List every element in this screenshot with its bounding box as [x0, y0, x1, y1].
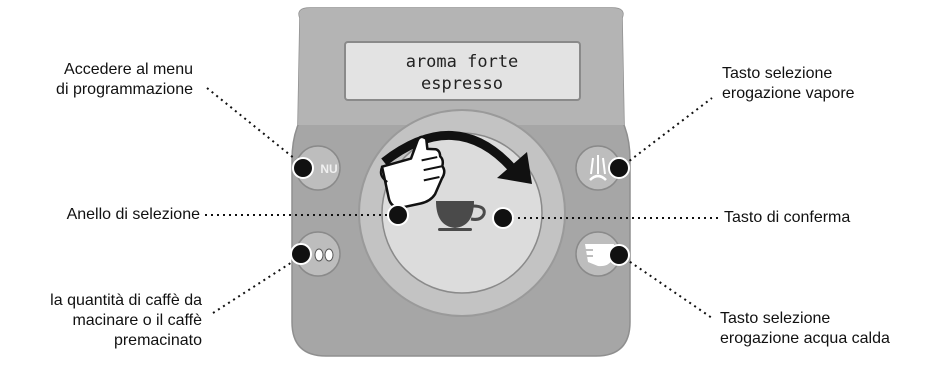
callout-water-line-2: erogazione acqua calda [720, 330, 890, 347]
callout-menu: Accedere al menu di programmazione [56, 60, 193, 100]
callout-water: Tasto selezione erogazione acqua calda [720, 309, 890, 349]
marker-steam [608, 157, 630, 179]
steam-icon [589, 155, 607, 181]
leader-water [619, 254, 713, 319]
callout-confirm-line: Tasto di conferma [724, 209, 851, 226]
leader-lines [205, 87, 718, 319]
menu-button-label: NU [320, 162, 337, 176]
marker-confirm [492, 207, 514, 229]
callout-quantity: la quantità di caffè da macinare o il ca… [50, 291, 202, 351]
callout-ring-line: Anello di selezione [66, 206, 200, 223]
marker-menu [292, 157, 314, 179]
leader-quantity [212, 256, 301, 314]
callout-steam-line-2: erogazione vapore [722, 85, 855, 102]
markers [290, 157, 630, 266]
callout-water-line-1: Tasto selezione [720, 310, 831, 327]
callout-menu-line-1: Accedere al menu [64, 61, 193, 78]
callout-menu-line-2: di programmazione [56, 81, 193, 98]
callout-quantity-line-2: macinare o il caffè [72, 312, 202, 329]
callout-quantity-line-3: premacinato [113, 332, 202, 349]
menu-button[interactable]: NU [295, 145, 341, 191]
leader-steam [619, 97, 713, 169]
lcd-line-2: espresso [421, 74, 503, 94]
callout-steam: Tasto selezione erogazione vapore [722, 64, 855, 104]
rotation-arrow-icon [381, 130, 532, 184]
bean-strength-button[interactable] [295, 231, 341, 277]
hot-water-button[interactable] [575, 231, 621, 277]
coffee-cup-icon[interactable] [436, 201, 486, 231]
marker-ring [387, 204, 409, 226]
lcd-line-1: aroma forte [406, 52, 519, 72]
callout-steam-line-1: Tasto selezione [722, 65, 833, 82]
callout-confirm: Tasto di conferma [724, 208, 850, 228]
callout-ring: Anello di selezione [67, 205, 200, 225]
bean-strength-icon [314, 248, 334, 262]
marker-quantity [290, 243, 312, 265]
hot-water-icon [584, 244, 614, 267]
lcd-screen [344, 41, 581, 101]
leader-menu [206, 87, 301, 164]
callout-quantity-line-1: la quantità di caffè da [50, 292, 202, 309]
marker-water [608, 244, 630, 266]
steam-button[interactable] [575, 145, 621, 191]
lcd-display: aroma forte espresso [344, 41, 581, 101]
